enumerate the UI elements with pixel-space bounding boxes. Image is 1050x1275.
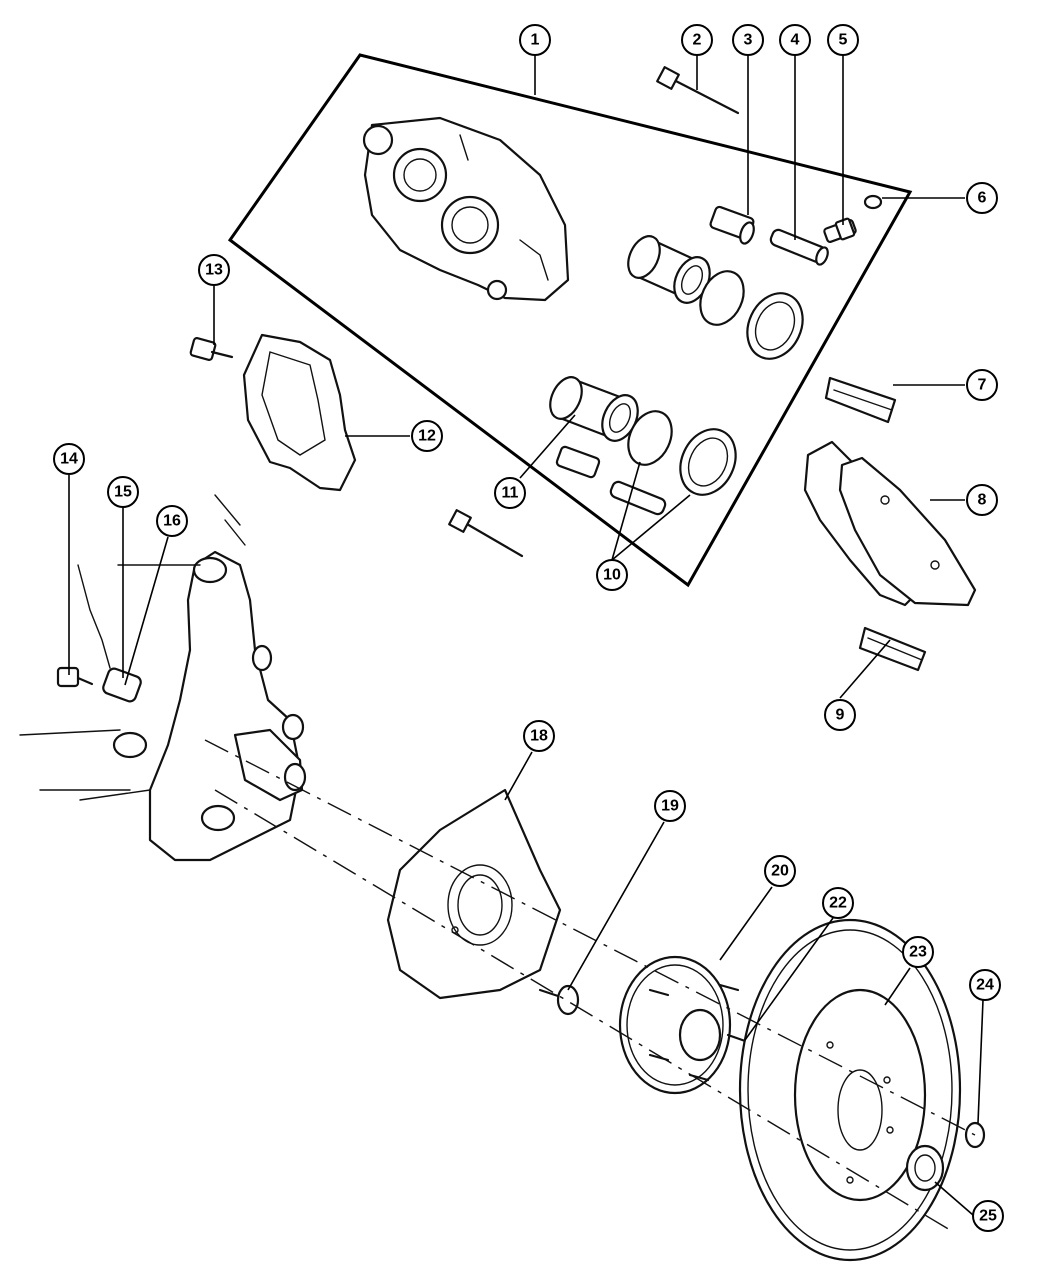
caliper-body xyxy=(362,116,570,302)
callout-10: 10 xyxy=(596,559,628,591)
brake-pads xyxy=(803,440,977,607)
caliper-adapter xyxy=(242,333,357,492)
callout-label: 25 xyxy=(979,1208,997,1225)
piston-seal-upper xyxy=(699,270,745,326)
callout-2: 2 xyxy=(681,24,713,56)
callout-22: 22 xyxy=(822,887,854,919)
callout-label: 5 xyxy=(839,32,848,49)
callout-label: 15 xyxy=(114,484,132,501)
callout-5: 5 xyxy=(827,24,859,56)
caliper-kit-frame xyxy=(227,53,913,588)
callout-label: 16 xyxy=(163,513,181,530)
callout-label: 19 xyxy=(661,798,679,815)
bushing-lower xyxy=(555,445,601,479)
callout-label: 20 xyxy=(771,863,789,880)
bleeder-screw xyxy=(823,217,857,243)
caliper-sleeve xyxy=(769,228,829,266)
callout-8: 8 xyxy=(966,484,998,516)
dust-boot-lower xyxy=(679,428,737,496)
pad-clip-lower xyxy=(858,626,927,672)
callout-16: 16 xyxy=(156,505,188,537)
callout-20: 20 xyxy=(764,855,796,887)
callout-11: 11 xyxy=(494,477,526,509)
callout-13: 13 xyxy=(198,254,230,286)
leader-lines xyxy=(68,55,984,1216)
callout-7: 7 xyxy=(966,369,998,401)
callout-12: 12 xyxy=(411,420,443,452)
callout-label: 11 xyxy=(502,485,519,502)
bleeder-cap xyxy=(863,194,883,210)
callout-label: 18 xyxy=(530,728,548,745)
callout-label: 4 xyxy=(791,32,800,49)
callout-4: 4 xyxy=(779,24,811,56)
assembly-axis-lower xyxy=(214,789,951,1231)
assembly-axis-upper xyxy=(204,739,976,1136)
callout-label: 23 xyxy=(909,944,927,961)
wheel-speed-sensor xyxy=(56,564,142,703)
callout-23: 23 xyxy=(902,936,934,968)
callout-1: 1 xyxy=(519,24,551,56)
callout-label: 9 xyxy=(836,707,845,724)
callout-label: 22 xyxy=(829,895,847,912)
callout-18: 18 xyxy=(523,720,555,752)
callout-label: 13 xyxy=(205,262,223,279)
pad-clip-upper xyxy=(824,376,897,424)
callout-6: 6 xyxy=(966,182,998,214)
caliper-bushing xyxy=(709,205,755,245)
splash-shield-bolt xyxy=(538,984,580,1016)
caliper-bolt-top xyxy=(656,66,740,115)
callout-label: 8 xyxy=(978,492,987,509)
callout-3: 3 xyxy=(732,24,764,56)
caliper-bolt-lower xyxy=(448,509,524,558)
callout-19: 19 xyxy=(654,790,686,822)
hub-bearing xyxy=(618,955,750,1095)
callout-14: 14 xyxy=(53,443,85,475)
callout-label: 12 xyxy=(418,428,436,445)
hub-nut xyxy=(905,1144,945,1192)
adapter-bolt xyxy=(189,337,234,361)
callout-label: 6 xyxy=(978,190,987,207)
piston-lower xyxy=(549,376,639,442)
brake-rotor xyxy=(738,918,962,1262)
piston-upper xyxy=(627,235,711,304)
splash-shield xyxy=(386,788,562,1000)
callout-label: 1 xyxy=(531,32,540,49)
callout-15: 15 xyxy=(107,476,139,508)
dust-boot-upper xyxy=(746,292,804,360)
callout-label: 24 xyxy=(976,977,994,994)
steering-knuckle xyxy=(19,494,307,862)
piston-seal-lower xyxy=(627,410,673,466)
callout-label: 7 xyxy=(978,377,987,394)
callout-label: 3 xyxy=(744,32,753,49)
callout-25: 25 xyxy=(972,1200,1004,1232)
sleeve-lower xyxy=(609,480,667,516)
callout-label: 2 xyxy=(693,32,702,49)
callout-label: 10 xyxy=(603,567,621,584)
callout-9: 9 xyxy=(824,699,856,731)
callout-label: 14 xyxy=(60,451,78,468)
callout-24: 24 xyxy=(969,969,1001,1001)
